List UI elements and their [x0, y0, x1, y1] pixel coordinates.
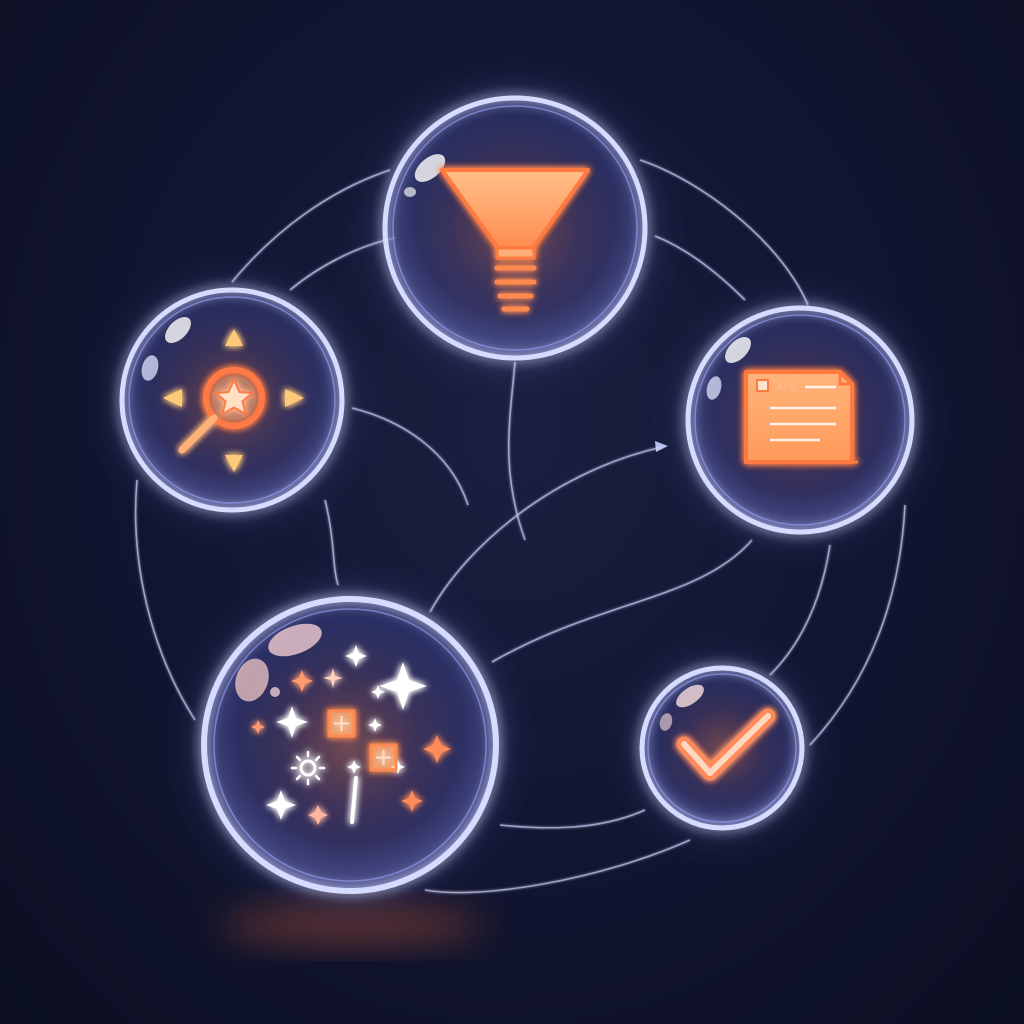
bubble-rim-inner — [647, 673, 797, 823]
connector-funnel-down — [507, 361, 526, 541]
magnifier-star-icon — [163, 329, 304, 472]
connector-outer-ring — [231, 169, 391, 283]
bubble-highlight — [659, 713, 673, 731]
bubble-highlight — [270, 687, 280, 697]
bubble-rim-inner — [694, 314, 906, 526]
bubble-highlight — [676, 684, 704, 708]
connector-discover-down — [324, 499, 339, 586]
bubble-highlight — [268, 623, 322, 657]
bubble-rim — [639, 665, 805, 831]
connector-lines — [134, 159, 906, 894]
bubble-highlight — [414, 154, 446, 182]
arrowhead — [655, 441, 668, 452]
connector-generate-to-document — [429, 446, 663, 613]
connector-document-right — [769, 544, 831, 676]
connector-inner-topright — [654, 235, 746, 301]
sparkles-icon — [251, 645, 451, 825]
node-filter[interactable] — [375, 88, 655, 368]
document-label: AI S — [776, 383, 796, 393]
bubble-rim-inner — [213, 608, 487, 882]
bubble-highlight — [404, 187, 416, 197]
node-generate[interactable] — [195, 590, 505, 900]
floor-glow — [222, 907, 482, 943]
bubble-inner-glow — [656, 682, 788, 814]
bubble-highlight — [706, 376, 722, 400]
connector-document-to-generate — [491, 539, 753, 663]
bubble-highlight — [165, 317, 191, 343]
bubble-rim — [119, 287, 345, 513]
connector-top-right — [639, 159, 809, 306]
node-document[interactable]: AI S — [680, 300, 920, 540]
bubble-rim-inner — [128, 296, 336, 504]
checkmark-icon — [676, 708, 776, 781]
connector-check-left — [499, 809, 646, 829]
bubble-rim — [685, 305, 915, 535]
connector-left — [134, 479, 196, 721]
bubble-rim-inner — [392, 105, 638, 351]
bubble-highlight — [235, 658, 269, 702]
document-icon: AI S — [744, 370, 858, 464]
bubble-highlight — [141, 355, 159, 381]
node-complete[interactable] — [634, 660, 810, 836]
connector-right-down — [809, 504, 906, 746]
funnel-icon — [440, 168, 590, 312]
connector-bottom — [424, 839, 691, 894]
bubble-highlight — [725, 337, 751, 363]
bubble-rim — [382, 95, 648, 361]
node-discover[interactable] — [114, 282, 350, 518]
connector-discover-center — [351, 407, 469, 506]
bubble-rim — [201, 596, 499, 894]
